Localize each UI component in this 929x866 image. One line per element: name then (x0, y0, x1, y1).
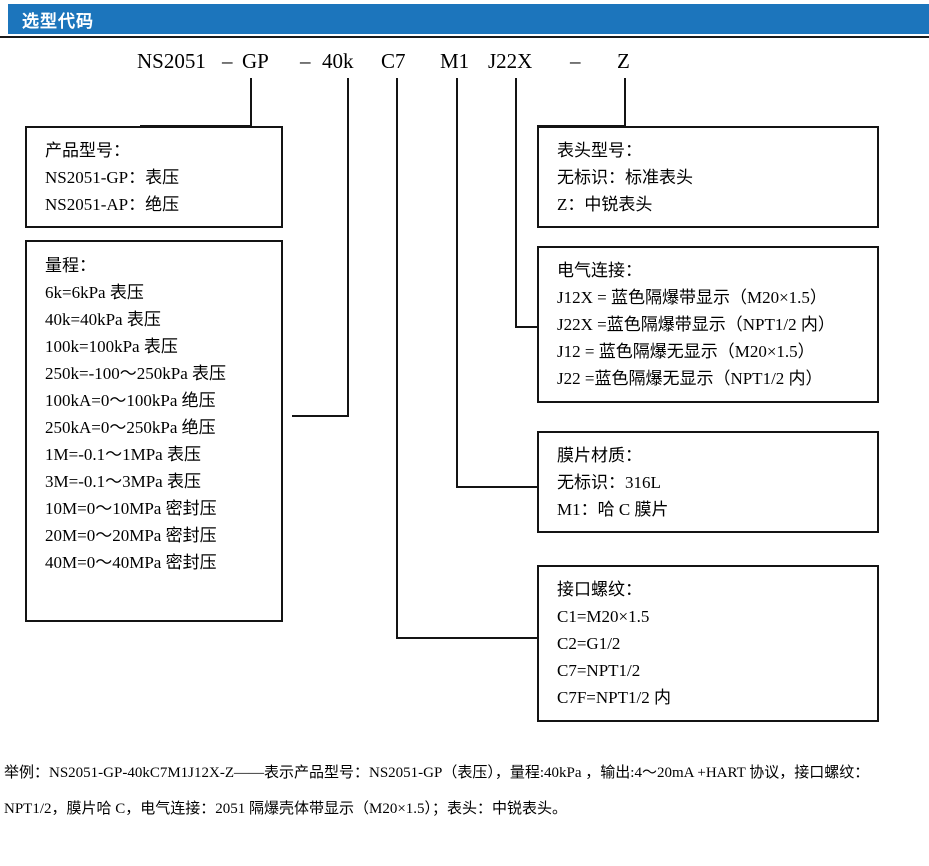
model-code-segment: M1 (440, 49, 470, 73)
connector-j22x-horizontal (515, 326, 539, 328)
box-product-model-line: NS2051-GP：表压 (45, 168, 180, 187)
box-range-line: 6k=6kPa 表压 (45, 283, 144, 302)
connector-c7-vertical (396, 78, 398, 639)
box-electrical-connection-title: 电气连接： (557, 261, 642, 280)
example-note: 举例：NS2051-GP-40kC7M1J12X-Z——表示产品型号：NS205… (4, 755, 925, 827)
box-range-line: 20M=0～20MPa 密封压 (45, 526, 217, 545)
box-range: 量程： 6k=6kPa 表压 40k=40kPa 表压 100k=100kPa … (25, 240, 283, 622)
box-interface-thread-line: C7F=NPT1/2 内 (557, 688, 671, 707)
box-interface-thread-line: C1=M20×1.5 (557, 607, 650, 626)
box-interface-thread-line: C2=G1/2 (557, 634, 621, 653)
section-header-bar: 选型代码 (8, 4, 929, 34)
box-interface-thread-line: C7=NPT1/2 (557, 661, 641, 680)
box-electrical-connection-line: J12 = 蓝色隔爆无显示（M20×1.5） (557, 342, 815, 361)
box-range-line: 100k=100kPa 表压 (45, 337, 178, 356)
header-divider (0, 36, 929, 38)
box-meter-head-title: 表头型号： (557, 141, 642, 160)
box-electrical-connection-line: J12X = 蓝色隔爆带显示（M20×1.5） (557, 288, 827, 307)
box-range-line: 10M=0～10MPa 密封压 (45, 499, 217, 518)
box-range-title: 量程： (45, 256, 96, 275)
connector-range-horizontal (292, 415, 349, 417)
connector-m1-vertical (456, 78, 458, 488)
model-code-segment: J22X (488, 49, 533, 73)
box-range-line: 40M=0～40MPa 密封压 (45, 553, 217, 572)
model-code-segment: – (300, 49, 311, 73)
model-code-segment: GP (242, 49, 269, 73)
box-product-model-line: NS2051-AP：绝压 (45, 195, 180, 214)
box-range-line: 40k=40kPa 表压 (45, 310, 161, 329)
box-electrical-connection-line: J22X =蓝色隔爆带显示（NPT1/2 内） (557, 315, 835, 334)
box-electrical-connection: 电气连接： J12X = 蓝色隔爆带显示（M20×1.5） J22X =蓝色隔爆… (537, 246, 879, 403)
box-electrical-connection-line: J22 =蓝色隔爆无显示（NPT1/2 内） (557, 369, 823, 388)
box-interface-thread: 接口螺纹： C1=M20×1.5 C2=G1/2 C7=NPT1/2 C7F=N… (537, 565, 879, 722)
model-code-segment: – (570, 49, 581, 73)
box-product-model-title: 产品型号： (45, 141, 130, 160)
connector-z-vertical (624, 78, 626, 127)
connector-c7-horizontal (396, 637, 539, 639)
connector-j22x-vertical (515, 78, 517, 328)
page-title: 选型代码 (22, 12, 94, 32)
example-note-text: 举例：NS2051-GP-40kC7M1J12X-Z——表示产品型号：NS205… (4, 765, 870, 817)
connector-m1-horizontal (456, 486, 539, 488)
model-code-segment: – (222, 49, 233, 73)
box-diaphragm-material: 膜片材质： 无标识：316L M1：哈 C 膜片 (537, 431, 879, 533)
box-meter-head-line: 无标识：标准表头 (557, 168, 693, 187)
box-range-line: 3M=-0.1～3MPa 表压 (45, 472, 201, 491)
model-code-segment: NS2051 (137, 49, 206, 73)
model-code-segment: 40k (322, 49, 354, 73)
box-range-line: 1M=-0.1～1MPa 表压 (45, 445, 201, 464)
connector-gp-vertical (250, 78, 252, 127)
box-range-line: 100kA=0～100kPa 绝压 (45, 391, 216, 410)
box-meter-head-line: Z：中锐表头 (557, 195, 653, 214)
box-range-line: 250k=-100～250kPa 表压 (45, 364, 226, 383)
box-diaphragm-material-title: 膜片材质： (557, 446, 642, 465)
box-product-model: 产品型号： NS2051-GP：表压 NS2051-AP：绝压 (25, 126, 283, 228)
model-code-segment: C7 (381, 49, 406, 73)
box-diaphragm-material-line: 无标识：316L (557, 473, 661, 492)
box-interface-thread-title: 接口螺纹： (557, 580, 642, 599)
box-range-line: 250kA=0～250kPa 绝压 (45, 418, 216, 437)
box-meter-head: 表头型号： 无标识：标准表头 Z：中锐表头 (537, 126, 879, 228)
box-diaphragm-material-line: M1：哈 C 膜片 (557, 500, 669, 519)
connector-range-vertical (347, 78, 349, 417)
model-code-segment: Z (617, 49, 630, 73)
